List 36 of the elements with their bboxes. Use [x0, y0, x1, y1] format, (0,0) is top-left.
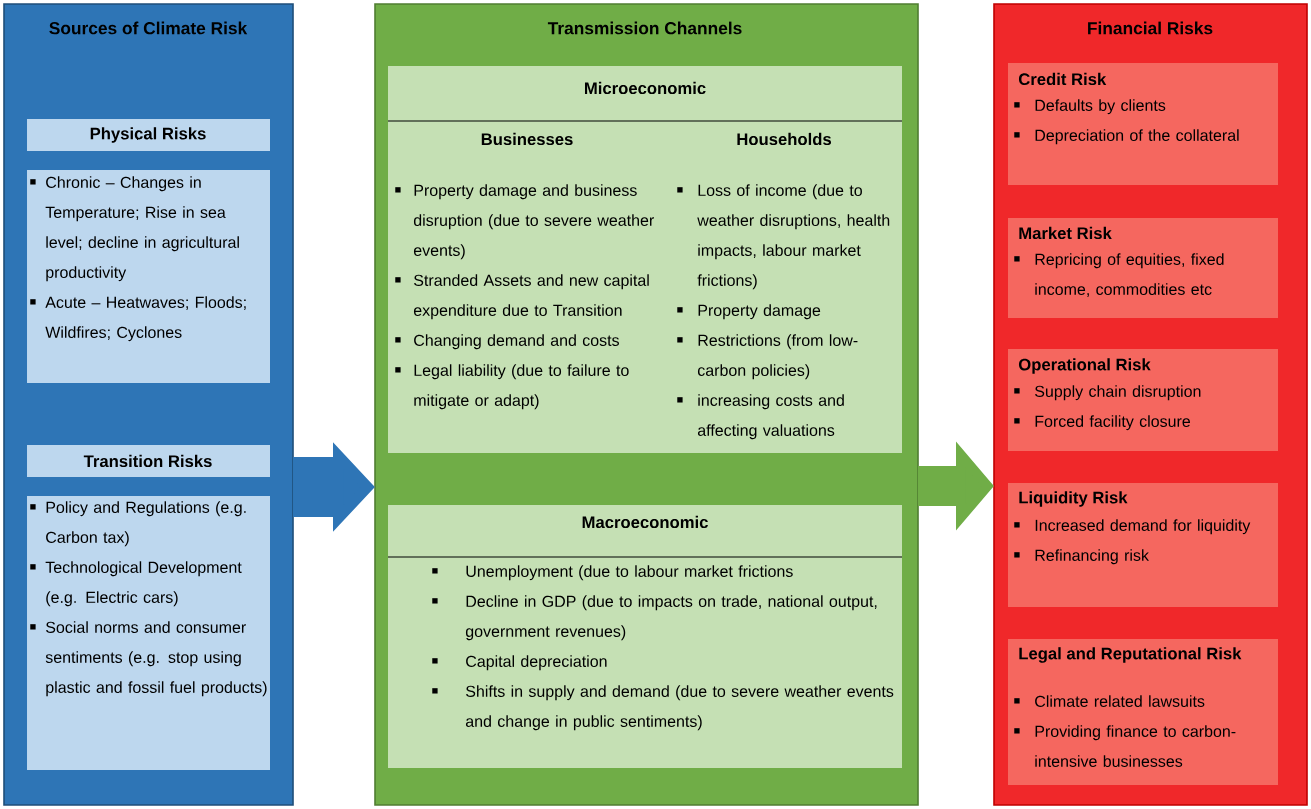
heading: Physical Risks: [90, 127, 206, 143]
heading: Microeconomic: [585, 81, 706, 95]
heading: Liquidity Risk: [1019, 491, 1128, 507]
bullet-list: Chronic – Changes in Temperature; Rise in sea level; decline in agricultural productivity Acute – Heatwaves; Floods; Wildfires; Cyclones: [30, 176, 246, 342]
bullet-list: Climate related lawsuits Providing finance to carbon-intensive businesses: [1014, 695, 1236, 767]
node-label: Property damage: [698, 304, 821, 320]
bullet-list: Policy and Regulations (e.g. Carbon tax) Technological Development (e.g. Electric cars) Social norms and consumer sentiments (e.g. stop using plastic and fossil fuel products): [30, 501, 267, 697]
heading: Sources of Climate Risk: [49, 21, 248, 35]
node-label: Stranded Assets and new capital expenditure due to Transition: [413, 274, 649, 320]
bullet-list: Unemployment (due to labour market frictions Decline in GDP (due to impacts on trade, national output, government revenues) Capital depreciation Shifts in supply and demand (due to severe weather events and change in public sentiments): [432, 565, 894, 731]
bullet-list: Property damage and business disruption (due to severe weather events) Stranded Assets and new capital expenditure due to Transition Changing demand and costs Legal liability (due to failure to mitigate or adapt): [395, 184, 654, 410]
node-label: Legal liability (due to failure to mitigate or adapt): [414, 364, 629, 410]
heading: Operational Risk: [1018, 358, 1151, 374]
node-label: Decline in GDP (due to impacts on trade, national output, government revenues): [465, 595, 877, 641]
bullet-list: Loss of income (due to weather disruptions, health impacts, labour market frictions) Property damage Restrictions (from low-carbon policies) increasing costs and affecting valuations: [677, 184, 890, 440]
node-label: Shifts in supply and demand (due to severe weather events and change in public sentiments): [465, 685, 894, 731]
heading: Businesses: [481, 132, 573, 146]
heading: Households: [737, 132, 832, 146]
node-label: Changing demand and costs: [414, 334, 619, 350]
heading: Transmission Channels: [547, 21, 742, 35]
heading: Macroeconomic: [582, 515, 708, 529]
heading: Legal and Reputational Risk: [1019, 647, 1242, 663]
node-label: Capital depreciation: [466, 655, 607, 671]
node-label: Unemployment (due to labour market frictions: [466, 565, 793, 581]
heading: Financial Risks: [1088, 21, 1213, 35]
heading: Market Risk: [1019, 226, 1112, 240]
bullet-list: Defaults by clients Depreciation of the collateral: [1014, 99, 1239, 145]
bullet-list: Repricing of equities, fixed income, commodities etc: [1014, 253, 1224, 297]
heading: Transition Risks: [83, 454, 212, 468]
bullet-list: Supply chain disruption Forced facility closure: [1014, 385, 1201, 431]
node-label: Property damage and business disruption (due to severe weather events): [413, 184, 654, 260]
node-label: Loss of income (due to weather disruptions, health impacts, labour market frictions): [697, 184, 890, 290]
node-label: Restrictions (from low-carbon policies): [697, 334, 858, 380]
bullet-list: Increased demand for liquidity Refinancing risk: [1014, 519, 1251, 565]
heading: Credit Risk: [1018, 72, 1107, 86]
node-label: increasing costs and affecting valuations: [697, 394, 844, 440]
